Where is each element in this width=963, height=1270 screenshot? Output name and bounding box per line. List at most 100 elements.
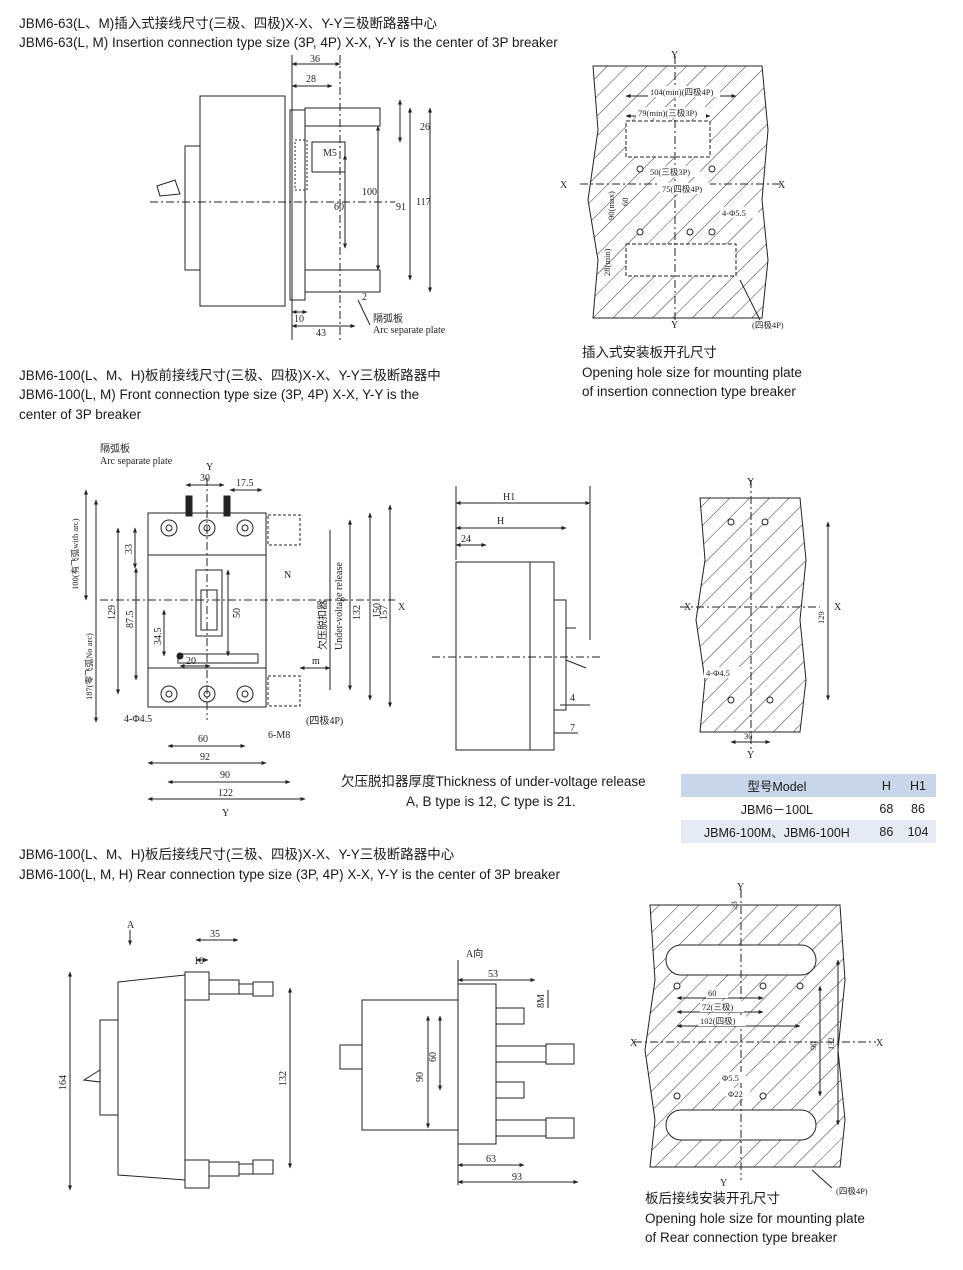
dim-label: 102(四极) bbox=[700, 1016, 736, 1026]
dim-label: 30 bbox=[744, 731, 753, 741]
axis-label: Y bbox=[737, 882, 744, 893]
drawing-100-front-labels: 隔弧板 Arc separate plate Y Y X 30 17.5 33 … bbox=[70, 442, 406, 819]
dim-label: 87.5 bbox=[125, 611, 136, 629]
dim-label: 24 bbox=[461, 534, 471, 545]
axis-label: X bbox=[398, 602, 406, 613]
drawing-100-a-view-labels: A向 53 8M 60 90 63 93 bbox=[415, 947, 547, 1183]
dim-label: 17.5 bbox=[236, 478, 254, 489]
plate3-caption-cn: 板后接线安装开孔尺寸 bbox=[645, 1191, 780, 1206]
plate-63-labels: 104(min)(四极4P) 79(min)(三极3P) 50(三极3P) 75… bbox=[560, 50, 786, 331]
dim-label: 7 bbox=[570, 723, 575, 734]
dim-label: N bbox=[284, 570, 291, 581]
dim-label: 28 bbox=[306, 74, 316, 85]
axis-label: X bbox=[684, 602, 692, 613]
dim-label: 157 bbox=[379, 605, 390, 620]
axis-label: Y bbox=[206, 462, 213, 473]
axis-label: X bbox=[876, 1038, 884, 1049]
section3-title-cn: JBM6-100(L、M、H)板后接线尺寸(三极、四极)X-X、Y-Y三极断路器… bbox=[19, 847, 455, 862]
axis-label: X bbox=[834, 602, 842, 613]
table-header-model: 型号Model bbox=[681, 774, 873, 797]
dim-label: 90 bbox=[808, 1042, 818, 1051]
dim-label: 63 bbox=[486, 1154, 496, 1165]
dim-label: 8M bbox=[536, 994, 547, 1008]
dim-label: 43 bbox=[316, 328, 326, 339]
dim-label: 28(min) bbox=[602, 248, 612, 276]
drawing-100-side bbox=[432, 486, 600, 751]
dim-label: 60 bbox=[334, 202, 344, 213]
dim-label: 53 bbox=[488, 969, 498, 980]
plate-100-rear-labels: ≥3 60 72(三极) 102(四极) 90 132 Φ5.5 Φ22 (四极… bbox=[630, 882, 884, 1196]
dim-label: 91 bbox=[396, 202, 406, 213]
table-header-h: H bbox=[872, 774, 901, 797]
table-cell-h1: 86 bbox=[900, 797, 936, 820]
dim-label: 72(三极) bbox=[702, 1002, 733, 1012]
dim-label: 36 bbox=[310, 54, 320, 65]
axis-label: Y bbox=[671, 50, 678, 61]
section1-title-en: JBM6-63(L, M) Insertion connection type … bbox=[19, 35, 558, 50]
dim-label: 4 bbox=[570, 693, 575, 704]
plate-100-front-labels: 129 4-Φ4.5 30 Y Y X X bbox=[684, 477, 842, 761]
drawing-100-rear bbox=[68, 930, 292, 1191]
table-row: JBM6-100M、JBM6-100H 86 104 bbox=[681, 820, 936, 843]
dim-label: 93 bbox=[512, 1172, 522, 1183]
dim-label: 20 bbox=[186, 656, 196, 667]
dim-label: 26 bbox=[420, 122, 430, 133]
dim-label: H bbox=[497, 516, 504, 527]
section2-title-en1: JBM6-100(L, M) Front connection type siz… bbox=[19, 387, 420, 402]
axis-label: X bbox=[778, 180, 786, 191]
plate-100-rear bbox=[634, 890, 876, 1189]
uv-note-2: A, B type is 12, C type is 21. bbox=[406, 794, 576, 809]
dim-label: 60 bbox=[620, 198, 630, 207]
table-header-row: 型号Model H H1 bbox=[681, 774, 936, 797]
table-cell-model: JBM6-100M、JBM6-100H bbox=[681, 820, 873, 843]
dim-label: 129 bbox=[107, 605, 118, 620]
plate1-caption-cn: 插入式安装板开孔尺寸 bbox=[582, 345, 717, 360]
section1-title-cn: JBM6-63(L、M)插入式接线尺寸(三极、四极)X-X、Y-Y三极断路器中心 bbox=[19, 16, 438, 31]
axis-label: Y bbox=[747, 477, 754, 488]
dim-label: M5 bbox=[323, 148, 337, 159]
arc-plate-label-en: Arc separate plate bbox=[373, 325, 446, 336]
view-label: A向 bbox=[466, 947, 483, 960]
plate1-caption-en1: Opening hole size for mounting plate bbox=[582, 365, 802, 380]
dim-label: 10 bbox=[294, 314, 304, 325]
dim-label: 90 bbox=[220, 770, 230, 781]
dim-label: 164 bbox=[58, 1075, 69, 1090]
drawing-100-front bbox=[84, 478, 395, 801]
model-spec-table: 型号Model H H1 JBM6－100L 68 86 JBM6-100M、J… bbox=[681, 774, 936, 843]
dim-label: 60 bbox=[198, 734, 208, 745]
dim-label: 10 bbox=[194, 956, 204, 967]
dim-label: Φ5.5 bbox=[722, 1073, 739, 1083]
section3-title-en: JBM6-100(L, M, H) Rear connection type s… bbox=[19, 867, 561, 882]
dim-label: 4-Φ5.5 bbox=[722, 208, 746, 218]
dim-label: H1 bbox=[503, 492, 515, 503]
dim-label: Φ22 bbox=[728, 1089, 743, 1099]
dim-label: (四极4P) bbox=[836, 1186, 868, 1196]
table-row: JBM6－100L 68 86 bbox=[681, 797, 936, 820]
side-label: 100(有飞弧with arc) bbox=[70, 518, 80, 590]
dim-label: 30 bbox=[200, 473, 210, 484]
plate1-caption-en2: of insertion connection type breaker bbox=[582, 384, 796, 399]
table-cell-h: 68 bbox=[872, 797, 901, 820]
axis-label: Y bbox=[671, 320, 678, 331]
axis-label: X bbox=[630, 1038, 638, 1049]
dim-label: m bbox=[312, 656, 320, 667]
dim-label: 4-Φ4.5 bbox=[706, 668, 730, 678]
dim-label: 33 bbox=[124, 544, 135, 554]
dim-label: 129 bbox=[816, 611, 826, 624]
plate3-caption-en2: of Rear connection type breaker bbox=[645, 1230, 838, 1245]
arc-plate-label-en: Arc separate plate bbox=[100, 456, 173, 467]
drawing-63-dim-labels: 36 28 26 M5 60 100 91 117 2 10 43 隔弧板 Ar… bbox=[294, 54, 446, 339]
dim-label: 34.5 bbox=[153, 628, 164, 646]
dim-label: 75(四极4P) bbox=[662, 184, 702, 194]
table-cell-h1: 104 bbox=[900, 820, 936, 843]
dim-label: 117 bbox=[416, 197, 431, 208]
arc-plate-label-cn: 隔弧板 bbox=[373, 312, 403, 325]
dim-label: 2 bbox=[362, 292, 367, 303]
dim-label: ≥3 bbox=[729, 901, 739, 910]
dim-label: 92 bbox=[200, 752, 210, 763]
arc-plate-label-cn: 隔弧板 bbox=[100, 442, 130, 455]
dim-label: 50 bbox=[232, 608, 243, 618]
dim-label: 150 bbox=[372, 603, 383, 618]
table-header-h1: H1 bbox=[900, 774, 936, 797]
